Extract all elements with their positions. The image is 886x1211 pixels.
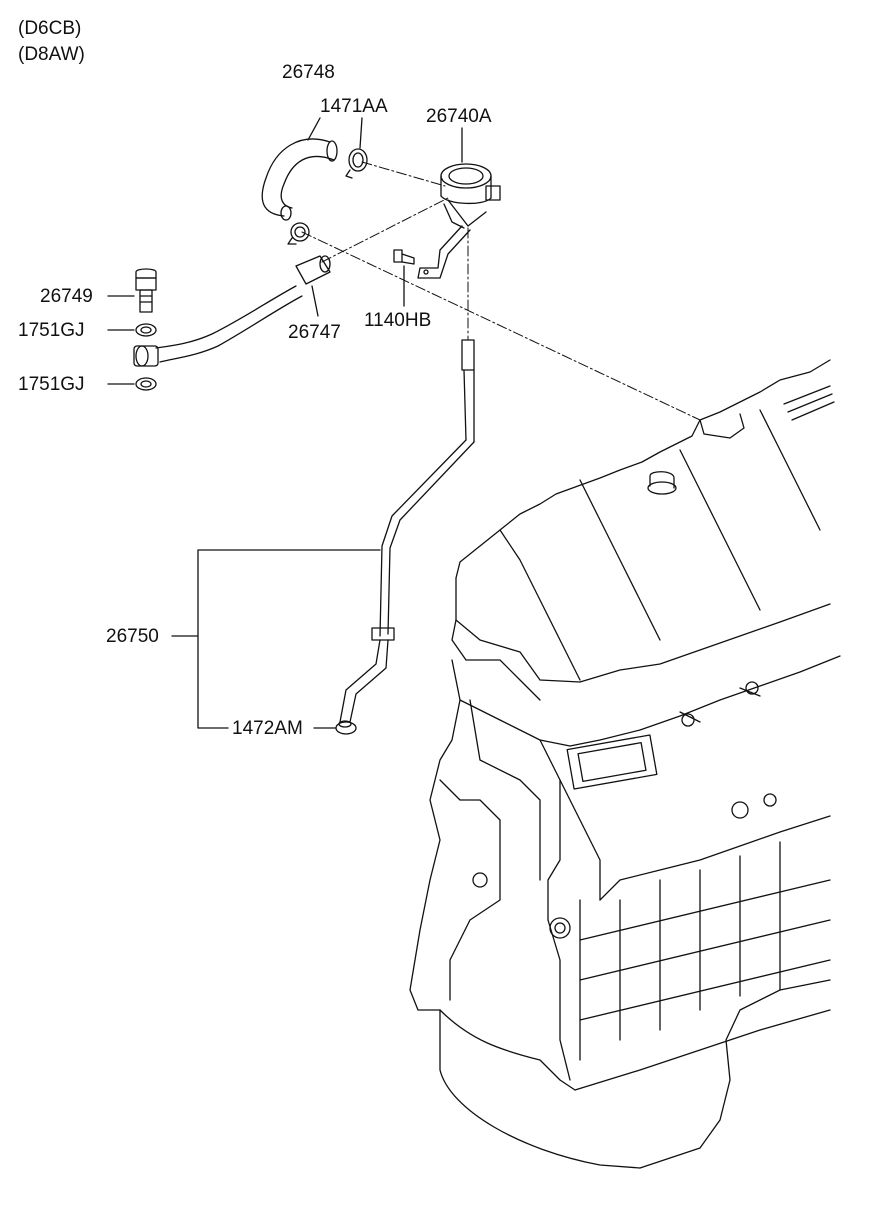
label-26750: 26750 bbox=[106, 626, 159, 647]
separator-26740A bbox=[417, 127, 501, 279]
label-26747: 26747 bbox=[288, 322, 341, 343]
bolt-1140HB bbox=[393, 249, 415, 307]
clamp-lower bbox=[287, 222, 310, 245]
hose-26747 bbox=[155, 255, 331, 363]
label-26749: 26749 bbox=[40, 286, 93, 307]
engine-block bbox=[409, 359, 841, 1169]
label-1751GJ-upper: 1751GJ bbox=[18, 320, 85, 341]
label-26748: 26748 bbox=[282, 62, 335, 83]
label-26740A: 26740A bbox=[426, 106, 492, 127]
washer-upper bbox=[107, 323, 157, 337]
label-1751GJ-lower: 1751GJ bbox=[18, 374, 85, 395]
clamp-1472AM bbox=[313, 721, 357, 735]
label-1472AM: 1472AM bbox=[232, 718, 303, 739]
model-code-d8aw: (D8AW) bbox=[18, 44, 85, 65]
eye-fitting bbox=[133, 345, 159, 367]
label-1471AA: 1471AA bbox=[320, 96, 388, 117]
clamp-1471AA bbox=[345, 117, 368, 179]
bolt-26749 bbox=[107, 268, 157, 313]
pipe-26750 bbox=[338, 339, 475, 728]
bracket-26750 bbox=[171, 549, 381, 729]
hose-26748 bbox=[261, 117, 338, 221]
washer-lower bbox=[107, 377, 157, 391]
model-code-d6cb: (D6CB) bbox=[18, 18, 82, 39]
label-1140HB: 1140HB bbox=[364, 310, 432, 331]
centerlines bbox=[301, 161, 701, 421]
